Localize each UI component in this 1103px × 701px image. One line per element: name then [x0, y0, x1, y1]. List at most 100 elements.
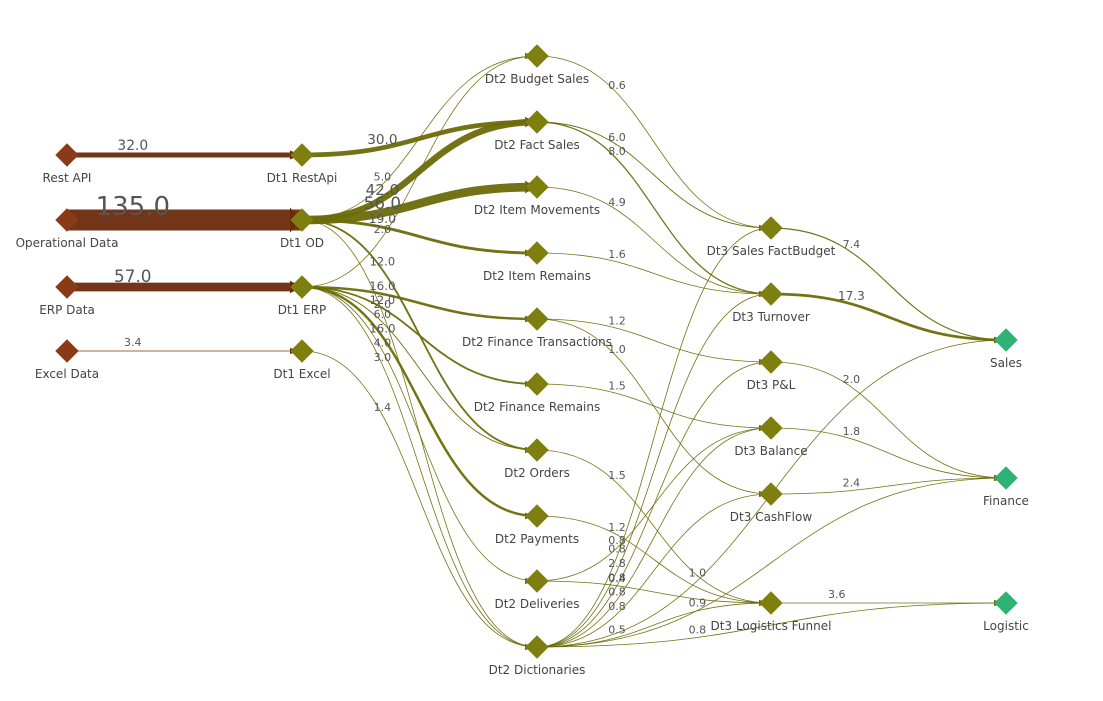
node-diamond-icon[interactable] — [290, 143, 314, 167]
node-diamond-icon[interactable] — [525, 504, 549, 528]
edge-label: 19.0 — [369, 212, 396, 226]
node-label: Operational Data — [16, 236, 119, 250]
node-label: Dt2 Payments — [495, 532, 579, 546]
node-operational-data[interactable]: Operational Data — [16, 208, 119, 250]
node-diamond-icon[interactable] — [759, 350, 783, 374]
edge-dt1-erp-to-dt2-finance-transactions — [301, 285, 538, 321]
node-diamond-icon[interactable] — [525, 175, 549, 199]
node-dt2-budget-sales[interactable]: Dt2 Budget Sales — [485, 44, 589, 86]
node-diamond-icon[interactable] — [525, 372, 549, 396]
node-dt3-cashflow[interactable]: Dt3 CashFlow — [730, 482, 813, 524]
node-diamond-icon[interactable] — [290, 275, 314, 299]
edge-dt2-finance-remains-to-dt3-balance — [536, 383, 772, 429]
edge-label: 4.9 — [608, 196, 626, 209]
node-label: Dt1 Excel — [273, 367, 330, 381]
node-label: Sales — [990, 356, 1022, 370]
node-dt2-fact-sales[interactable]: Dt2 Fact Sales — [494, 110, 580, 152]
node-diamond-icon[interactable] — [759, 416, 783, 440]
node-diamond-icon[interactable] — [525, 241, 549, 265]
node-diamond-icon[interactable] — [525, 110, 549, 134]
node-label: Dt2 Finance Remains — [474, 400, 601, 414]
edge-label: 5.0 — [374, 171, 392, 184]
node-dt2-orders[interactable]: Dt2 Orders — [504, 438, 570, 480]
node-diamond-icon[interactable] — [55, 143, 79, 167]
edge-label: 0.5 — [608, 623, 626, 636]
node-dt3-pl[interactable]: Dt3 P&L — [747, 350, 796, 392]
node-label: Dt2 Dictionaries — [489, 663, 586, 677]
edge-label: 6.0 — [374, 308, 392, 321]
node-dt2-finance-remains[interactable]: Dt2 Finance Remains — [474, 372, 601, 414]
node-dt2-deliveries[interactable]: Dt2 Deliveries — [494, 569, 580, 611]
node-dt1-erp[interactable]: Dt1 ERP — [278, 275, 327, 317]
node-dt2-payments[interactable]: Dt2 Payments — [495, 504, 579, 546]
node-diamond-icon[interactable] — [994, 328, 1018, 352]
edge-dt3-cashflow-to-finance — [770, 477, 1007, 495]
edge-label: 16.0 — [369, 321, 396, 335]
node-dt1-excel[interactable]: Dt1 Excel — [273, 339, 331, 381]
edge-label: 17.3 — [838, 289, 865, 303]
node-diamond-icon[interactable] — [759, 282, 783, 306]
node-diamond-icon[interactable] — [759, 216, 783, 240]
node-dt2-dictionaries[interactable]: Dt2 Dictionaries — [489, 635, 586, 677]
edge-dt2-deliveries-to-dt3-logistics-funnel — [536, 580, 772, 604]
node-dt3-turnover[interactable]: Dt3 Turnover — [732, 282, 810, 324]
node-rest-api[interactable]: Rest API — [43, 143, 92, 185]
node-dt1-od[interactable]: Dt1 OD — [280, 208, 324, 250]
node-diamond-icon[interactable] — [525, 307, 549, 331]
edge-label: 30.0 — [367, 132, 397, 148]
edge-label: 2.0 — [374, 223, 392, 236]
node-diamond-icon[interactable] — [759, 482, 783, 506]
node-diamond-icon[interactable] — [525, 44, 549, 68]
edge-dt3-balance-to-finance — [770, 427, 1007, 479]
node-sales[interactable]: Sales — [990, 328, 1022, 370]
node-finance[interactable]: Finance — [983, 466, 1029, 508]
edge-label: 1.5 — [608, 380, 626, 393]
edge-label: 0.8 — [608, 586, 626, 599]
edge-dt1-od-to-dt2-item-movements — [301, 182, 538, 225]
node-dt2-item-remains[interactable]: Dt2 Item Remains — [483, 241, 591, 283]
node-dt2-finance-transactions[interactable]: Dt2 Finance Transactions — [462, 307, 612, 349]
edge-dt2-dictionaries-to-logistic — [536, 602, 1007, 648]
edge-label: 0.6 — [608, 79, 626, 92]
edge-label: 57.0 — [114, 266, 151, 286]
edge-label-layer: 32.0135.057.03.430.05.042.056.019.012.02… — [96, 79, 865, 636]
node-diamond-icon[interactable] — [55, 208, 79, 232]
node-diamond-icon[interactable] — [525, 438, 549, 462]
node-diamond-icon[interactable] — [994, 591, 1018, 615]
edge-label: 3.0 — [374, 351, 392, 364]
edge-label: 1.0 — [689, 567, 707, 580]
node-dt3-logistics-funnel[interactable]: Dt3 Logistics Funnel — [711, 591, 832, 633]
edge-dt2-finance-transactions-to-dt3-pl — [536, 318, 772, 363]
node-diamond-icon[interactable] — [759, 591, 783, 615]
node-dt3-sales-factbudget[interactable]: Dt3 Sales FactBudget — [707, 216, 836, 258]
edge-dt1-erp-to-dt2-orders — [301, 286, 538, 451]
edge-label: 0.9 — [689, 596, 707, 609]
node-diamond-icon[interactable] — [525, 569, 549, 593]
node-diamond-icon[interactable] — [525, 635, 549, 659]
edge-label: 12.0 — [370, 293, 395, 307]
node-diamond-icon[interactable] — [994, 466, 1018, 490]
edge-label: 1.8 — [843, 425, 861, 438]
edge-dt1-od-to-dt2-budget-sales — [301, 55, 538, 221]
edge-dt3-sales-factbudget-to-sales — [770, 227, 1007, 341]
node-dt3-balance[interactable]: Dt3 Balance — [734, 416, 808, 458]
node-excel-data[interactable]: Excel Data — [35, 339, 99, 381]
node-logistic[interactable]: Logistic — [983, 591, 1029, 633]
node-diamond-icon[interactable] — [290, 208, 314, 232]
node-label: Rest API — [43, 171, 92, 185]
node-label: Logistic — [983, 619, 1029, 633]
edge-label: 42.0 — [366, 181, 399, 199]
node-label: Dt2 Item Remains — [483, 269, 591, 283]
node-diamond-icon[interactable] — [290, 339, 314, 363]
node-label: Dt3 Logistics Funnel — [711, 619, 832, 633]
edge-label: 0.8 — [689, 623, 707, 636]
node-dt1-restapi[interactable]: Dt1 RestApi — [267, 143, 338, 185]
node-diamond-icon[interactable] — [55, 275, 79, 299]
node-erp-data[interactable]: ERP Data — [39, 275, 95, 317]
edge-label: 2.8 — [608, 557, 626, 570]
node-label: Finance — [983, 494, 1029, 508]
edge-label: 0.4 — [608, 572, 626, 585]
node-dt2-item-movements[interactable]: Dt2 Item Movements — [474, 175, 600, 217]
node-diamond-icon[interactable] — [55, 339, 79, 363]
edge-label: 7.4 — [843, 238, 861, 251]
